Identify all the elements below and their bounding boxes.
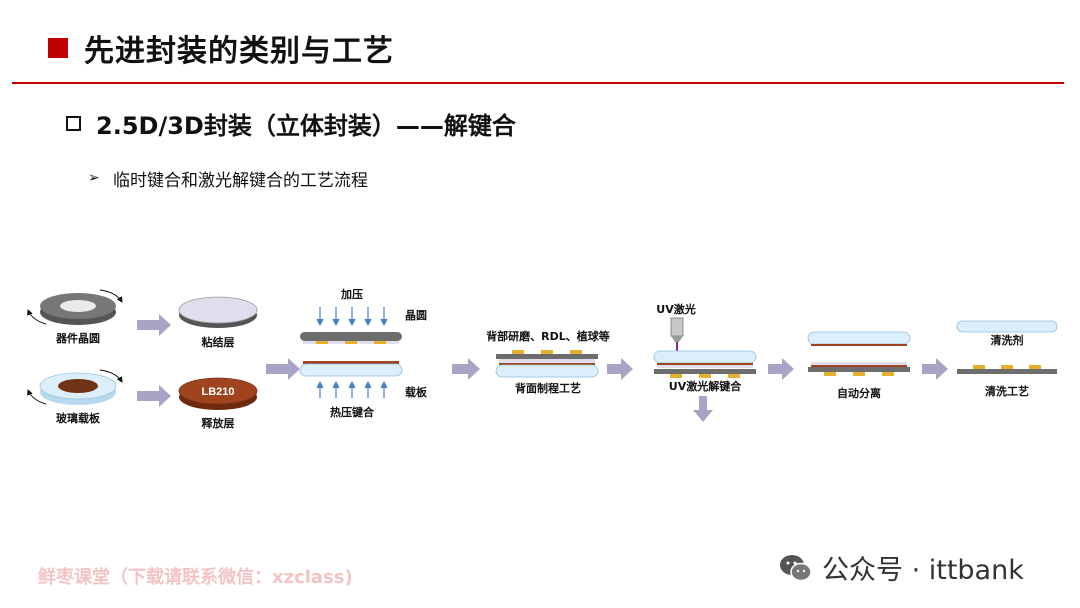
label-pressure: 加压	[340, 287, 363, 301]
debond-stack	[653, 350, 757, 378]
glass-carrier	[27, 369, 123, 405]
adhesive-layer-disk	[178, 296, 258, 328]
label-auto-separation: 自动分离	[837, 386, 881, 400]
title-square-marker	[48, 38, 68, 58]
separated-wafer	[808, 362, 910, 376]
label-adhesive-layer: 粘结层	[202, 335, 235, 349]
watermark-right: 公众号 · ittbank	[822, 555, 1024, 586]
label-backside-steps: 背部研磨、RDL、植球等	[486, 329, 610, 343]
label-thermo-bonding: 热压键合	[330, 405, 375, 419]
label-glass-carrier: 玻璃载板	[56, 411, 101, 425]
wechat-icon	[780, 555, 812, 582]
label-uv-laser: UV激光	[656, 302, 695, 316]
page-title: 先进封装的类别与工艺	[84, 34, 394, 69]
subtitle-box-marker	[66, 116, 81, 131]
pressure-arrows-up	[316, 380, 388, 398]
flow-arrow-7	[922, 358, 948, 380]
title-divider	[12, 82, 1064, 84]
process-flow-diagram: 器件晶圆 玻璃载板 粘结层 LB210 释放层 加压 晶圆	[27, 287, 1058, 430]
release-layer-tag: LB210	[201, 386, 234, 398]
cleaned-wafer	[957, 365, 1057, 374]
flow-arrow-6	[768, 358, 794, 380]
label-backside-process: 背面制程工艺	[515, 381, 581, 395]
label-cleaning-process: 清洗工艺	[985, 384, 1029, 398]
flow-arrow-3	[266, 358, 300, 380]
bullet-arrow-icon: ➢	[88, 170, 100, 186]
flow-arrow-5	[607, 358, 633, 380]
flow-arrow-2	[137, 385, 171, 407]
bullet-text: 临时键合和激光解键合的工艺流程	[113, 171, 368, 191]
flow-arrow-1	[137, 314, 171, 336]
label-uv-debonding: UV激光解键合	[669, 379, 742, 393]
flow-arrow-4	[452, 358, 480, 380]
bonding-stack	[299, 332, 403, 377]
separated-carrier	[807, 331, 911, 346]
label-carrier: 载板	[405, 385, 428, 399]
watermark-left: 鲜枣课堂（下载请联系微信：xzclass)	[38, 567, 353, 588]
label-cleaning-agent: 清洗剂	[991, 333, 1024, 347]
flow-arrow-down	[693, 396, 713, 422]
label-wafer: 晶圆	[405, 309, 427, 322]
release-layer-disk	[178, 377, 258, 410]
label-release-layer: 释放层	[202, 416, 235, 430]
backside-stack	[495, 350, 599, 378]
cleaned-carrier	[956, 320, 1058, 333]
pressure-arrows-down	[316, 307, 388, 327]
label-device-wafer: 器件晶圆	[55, 331, 100, 345]
section-subtitle: 2.5D/3D封装（立体封装）——解键合	[96, 112, 516, 140]
device-wafer	[27, 289, 123, 325]
